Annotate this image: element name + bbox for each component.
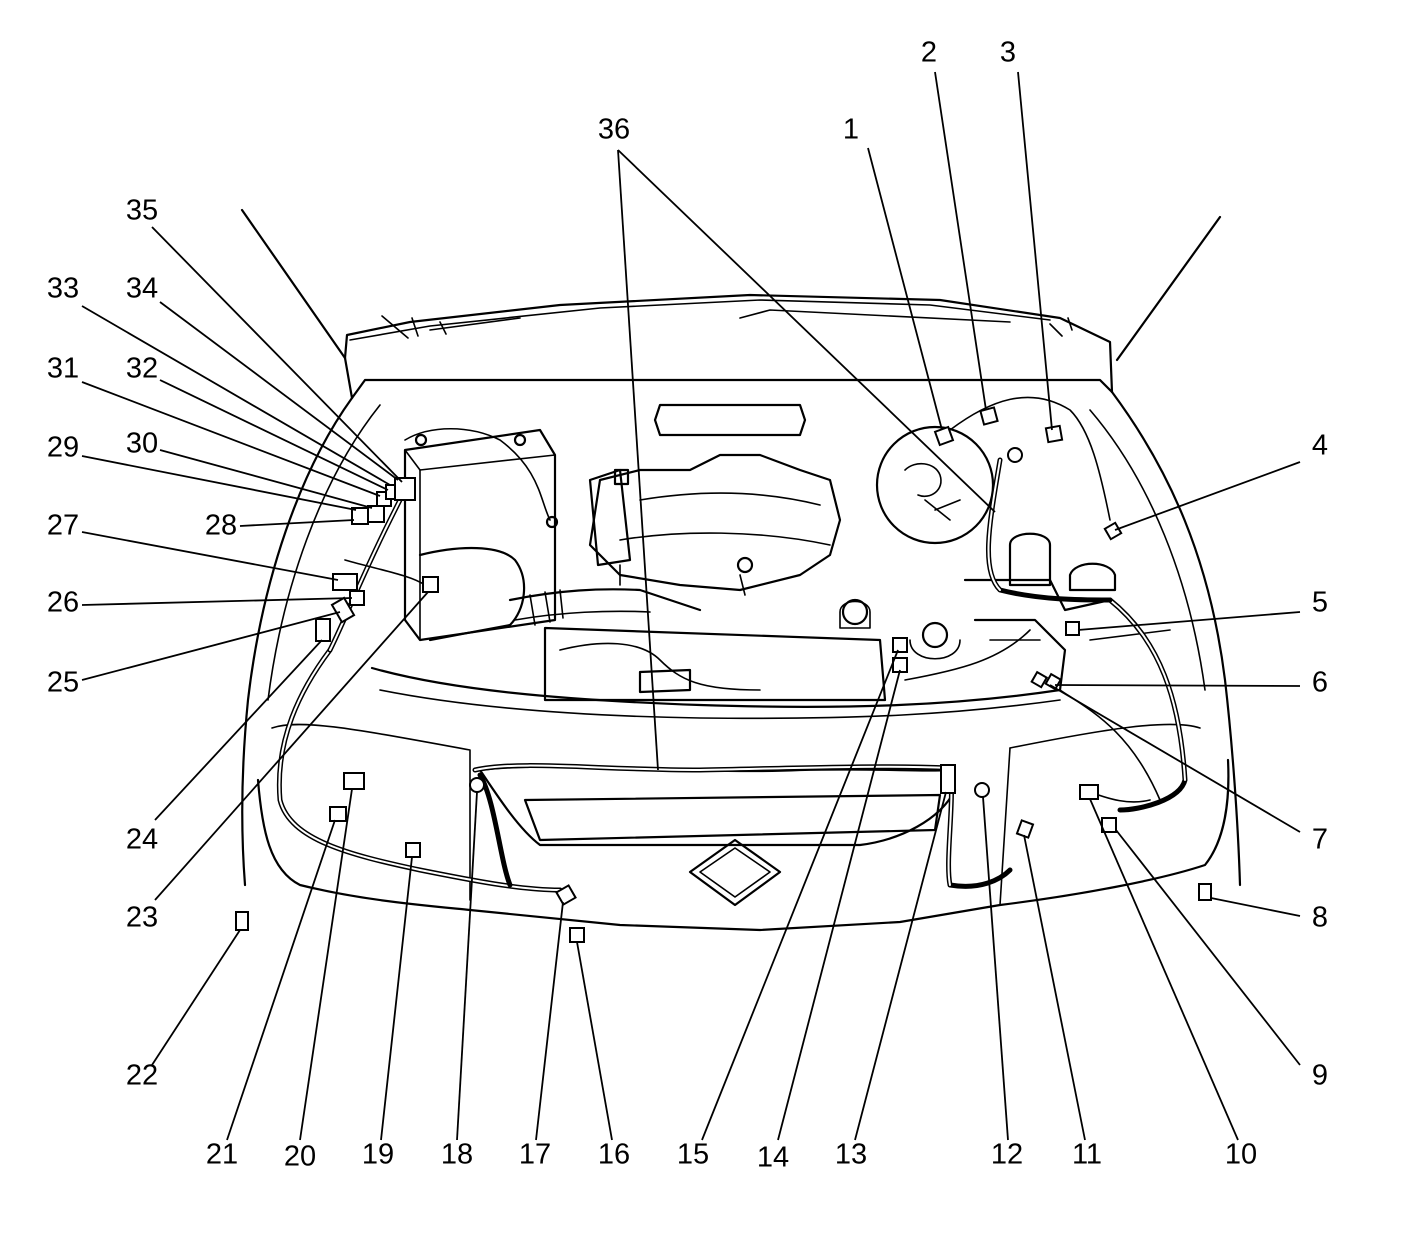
callout-12: 12 — [991, 1139, 1023, 1171]
wiring-harness — [276, 396, 1188, 893]
callout-15: 15 — [677, 1139, 709, 1171]
callout-6: 6 — [1312, 667, 1328, 699]
callout-2: 2 — [921, 37, 937, 69]
callout-9: 9 — [1312, 1060, 1328, 1092]
callout-10: 10 — [1225, 1139, 1257, 1171]
callout-18: 18 — [441, 1139, 473, 1171]
connectors — [235, 406, 1212, 943]
callout-14: 14 — [757, 1142, 789, 1174]
callout-labels: 1 2 3 4 5 6 7 8 9 10 11 12 13 14 15 16 1… — [47, 37, 1328, 1174]
callout-21: 21 — [206, 1139, 238, 1171]
callout-22: 22 — [126, 1060, 158, 1092]
callout-30: 30 — [126, 428, 158, 460]
callout-36: 36 — [598, 114, 630, 146]
callout-13: 13 — [835, 1139, 867, 1171]
callout-11: 11 — [1072, 1139, 1102, 1171]
callout-26: 26 — [47, 587, 79, 619]
callout-34: 34 — [126, 273, 158, 305]
callout-35: 35 — [126, 195, 158, 227]
engine — [543, 403, 887, 702]
callout-29: 29 — [47, 432, 79, 464]
body-outline — [240, 208, 1242, 932]
callout-16: 16 — [598, 1139, 630, 1171]
callout-17: 17 — [519, 1139, 551, 1171]
callout-25: 25 — [47, 667, 79, 699]
callout-20: 20 — [284, 1141, 316, 1173]
callout-3: 3 — [1000, 37, 1016, 69]
callout-31: 31 — [47, 353, 79, 385]
callout-27: 27 — [47, 510, 79, 542]
callout-32: 32 — [126, 353, 158, 385]
callout-1: 1 — [843, 114, 859, 146]
callout-19: 19 — [362, 1139, 394, 1171]
battery — [403, 428, 559, 642]
callout-24: 24 — [126, 824, 158, 856]
callout-4: 4 — [1312, 430, 1328, 462]
callout-8: 8 — [1312, 902, 1328, 934]
air-intake — [418, 546, 702, 642]
right-components — [875, 425, 1171, 692]
callout-7: 7 — [1312, 824, 1328, 856]
callout-23: 23 — [126, 902, 158, 934]
callout-5: 5 — [1312, 587, 1328, 619]
leader-lines — [81, 71, 1301, 1141]
callout-33: 33 — [47, 273, 79, 305]
callout-28: 28 — [205, 510, 237, 542]
